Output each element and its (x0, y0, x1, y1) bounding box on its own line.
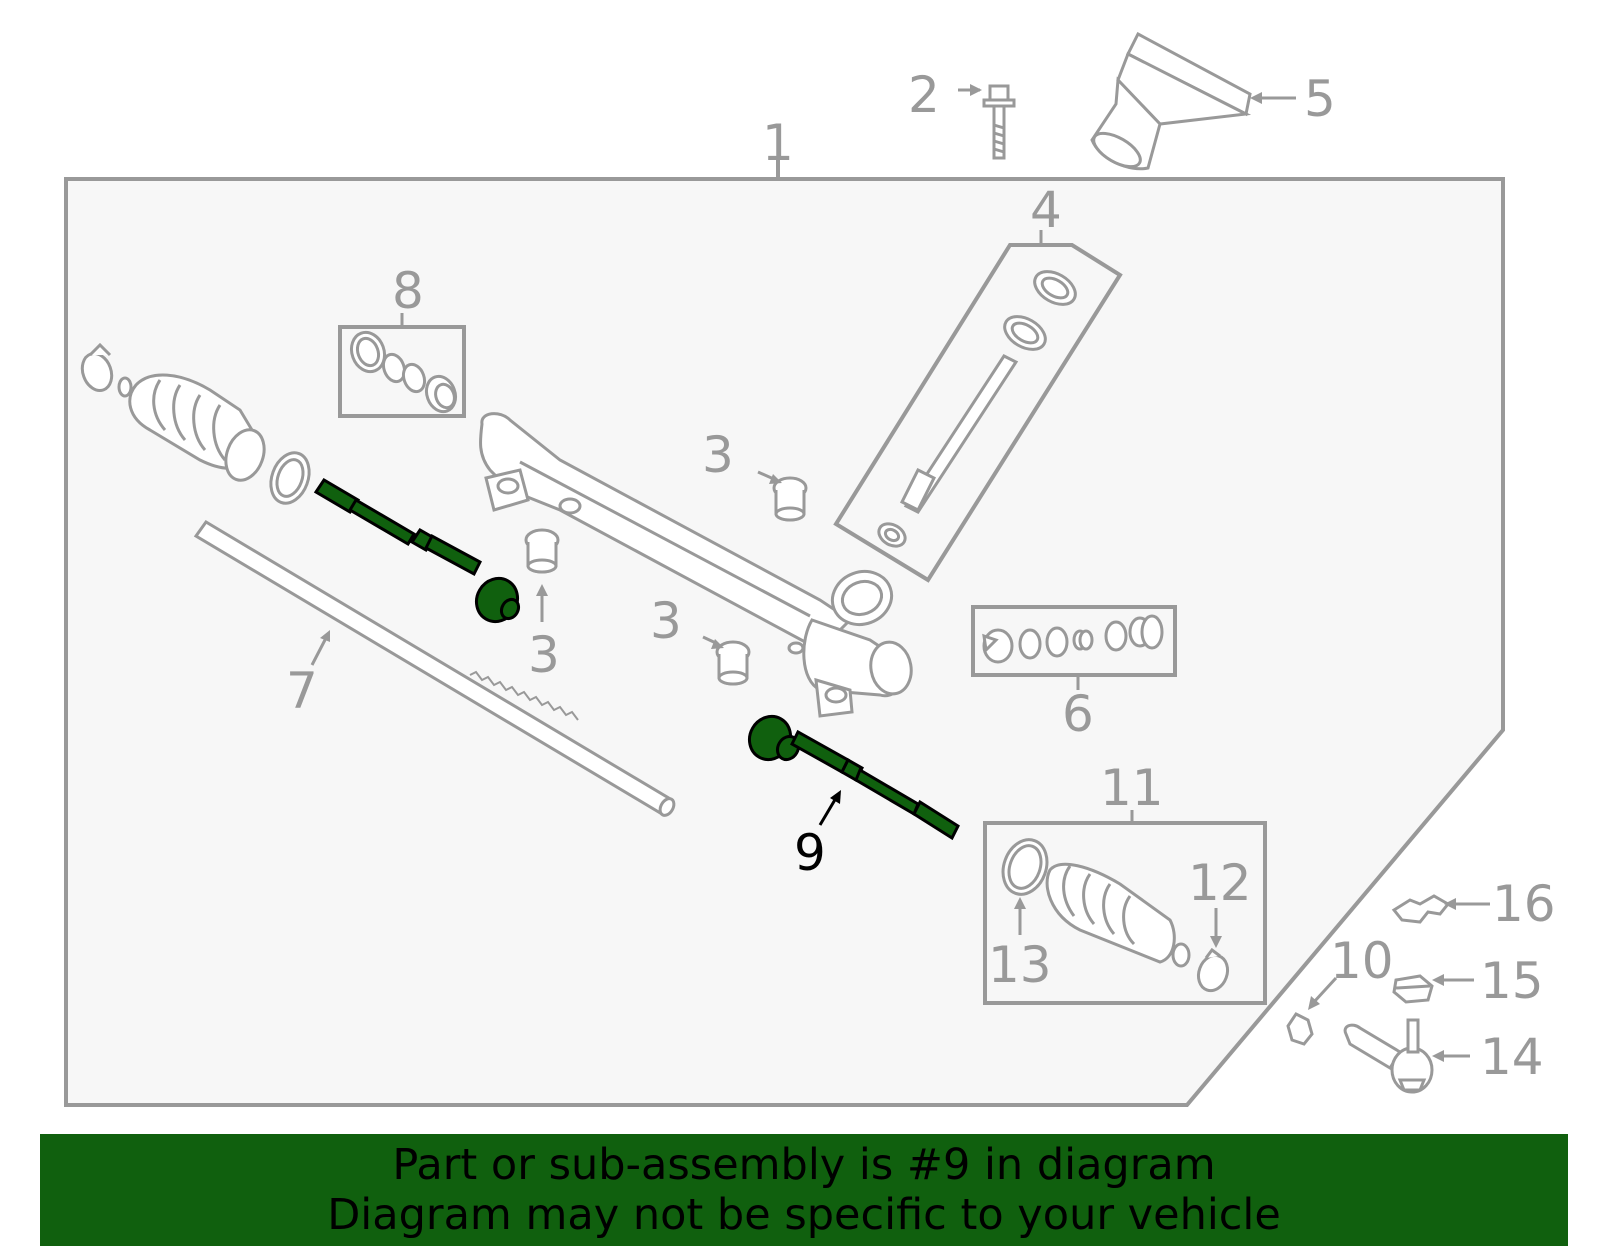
callout-16: 16 (1492, 875, 1556, 933)
callout-5: 5 (1304, 70, 1336, 128)
callout-7: 7 (286, 662, 318, 720)
kit-11-contents (1001, 838, 1230, 993)
callout-2: 2 (908, 66, 940, 124)
steering-rack-parts-diagram: 1 2 5 4 8 3 3 3 7 6 9 11 12 13 10 16 15 … (64, 31, 1556, 1107)
callout-3a: 3 (702, 426, 734, 484)
callout-4: 4 (1030, 181, 1062, 239)
bushing-3a (772, 476, 808, 522)
clip-16 (1391, 894, 1451, 924)
kit-6-box (971, 605, 1177, 677)
tie-rod-end-14 (1343, 1018, 1434, 1094)
assembly-panel (64, 177, 1505, 1107)
bushing-3c (715, 640, 751, 686)
tie-rod-right-highlighted (747, 714, 960, 841)
kit-4-box (833, 243, 1123, 583)
callout-11: 11 (1100, 759, 1164, 817)
callout-3c: 3 (650, 592, 682, 650)
banner-line-2: Diagram may not be specific to your vehi… (327, 1190, 1281, 1240)
callout-15: 15 (1480, 952, 1544, 1010)
tie-rod-left-highlighted (313, 477, 521, 624)
rack-bar (193, 520, 676, 817)
callout-12: 12 (1188, 854, 1252, 912)
callout-9: 9 (794, 824, 826, 882)
rack-housing (478, 412, 913, 718)
kit-8-contents (349, 330, 458, 414)
info-banner: Part or sub-assembly is #9 in diagram Di… (40, 1134, 1568, 1246)
left-boot (80, 342, 311, 505)
callout-10: 10 (1330, 932, 1394, 990)
cover-part (1090, 31, 1252, 171)
kit-6-contents (982, 614, 1164, 664)
callout-13: 13 (988, 936, 1052, 994)
nut-10 (1286, 1012, 1314, 1046)
bolt-part (982, 84, 1016, 160)
nut-15 (1392, 974, 1434, 1004)
callout-8: 8 (392, 262, 424, 320)
callout-3b: 3 (528, 626, 560, 684)
banner-line-1: Part or sub-assembly is #9 in diagram (392, 1140, 1216, 1190)
kit-11-box (983, 821, 1267, 1005)
callout-6: 6 (1062, 685, 1094, 743)
callout-14: 14 (1480, 1028, 1544, 1086)
bushing-3b (524, 528, 560, 574)
kit-4-contents (877, 270, 1077, 548)
callout-1: 1 (762, 114, 794, 172)
